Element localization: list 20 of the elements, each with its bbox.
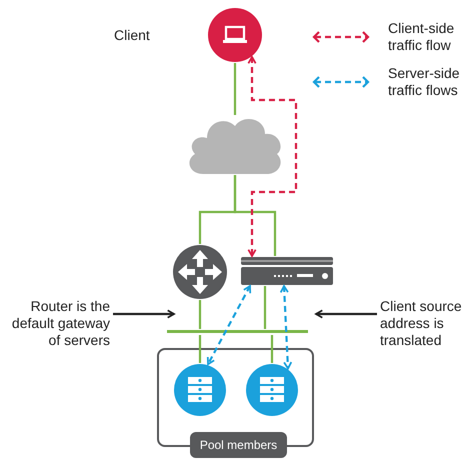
network-link [270, 335, 274, 363]
pointer-arrow [113, 310, 175, 318]
network-link [198, 335, 202, 363]
annotation-text: Router is the default gateway of servers [2, 298, 110, 352]
traffic-flow-arrow [206, 285, 252, 366]
legend-text: Client-side traffic flow [388, 20, 456, 54]
router-icon [173, 245, 227, 299]
network-link [234, 63, 236, 115]
traffic-flow-arrow [248, 56, 298, 257]
client-label: Client [114, 26, 150, 45]
load-balancer-device [241, 257, 333, 285]
pool-label: Pool members [190, 432, 287, 458]
network-link [198, 300, 202, 329]
network-link [234, 175, 276, 256]
pointer-arrow [315, 310, 377, 318]
traffic-flow-arrow [280, 285, 292, 370]
annotation-text: Client source address is translated [380, 298, 472, 352]
legend-text: Server-side traffic flows [388, 65, 461, 99]
network-link [264, 286, 266, 329]
network-bus-line [167, 330, 308, 333]
